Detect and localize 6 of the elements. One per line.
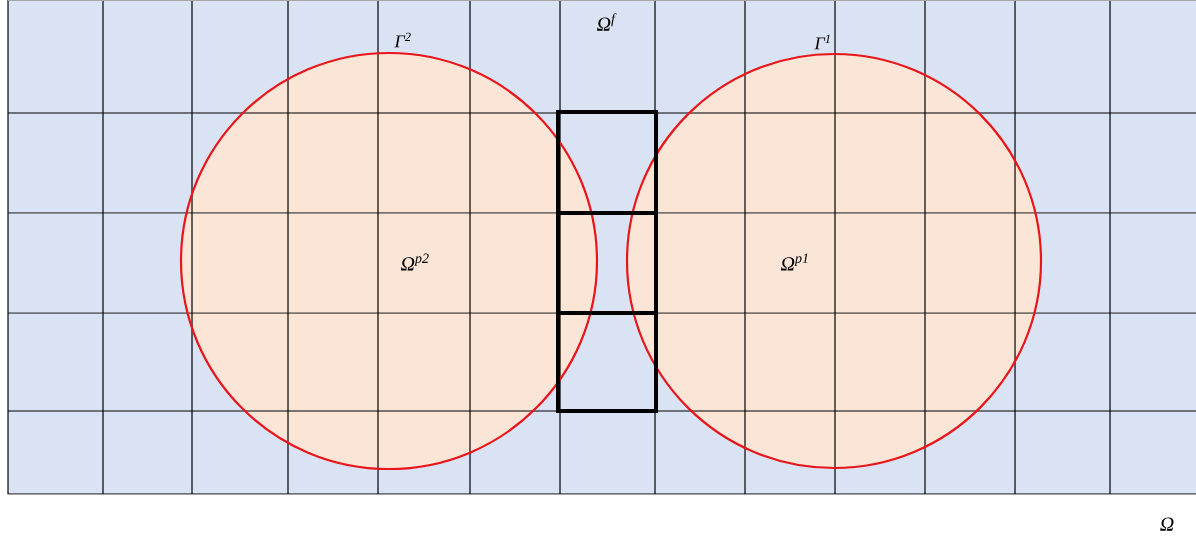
region-label: Ω$^{p1}$ [780,253,808,271]
domain-label: Ω [1160,517,1174,531]
boundary-label: Γ$^{1}$ [814,34,830,50]
domain-label: Ω$^{f}$ [597,13,617,31]
region-label: Ω$^{p2}$ [400,253,429,271]
boundary-label: Γ$^{2}$ [394,32,411,48]
